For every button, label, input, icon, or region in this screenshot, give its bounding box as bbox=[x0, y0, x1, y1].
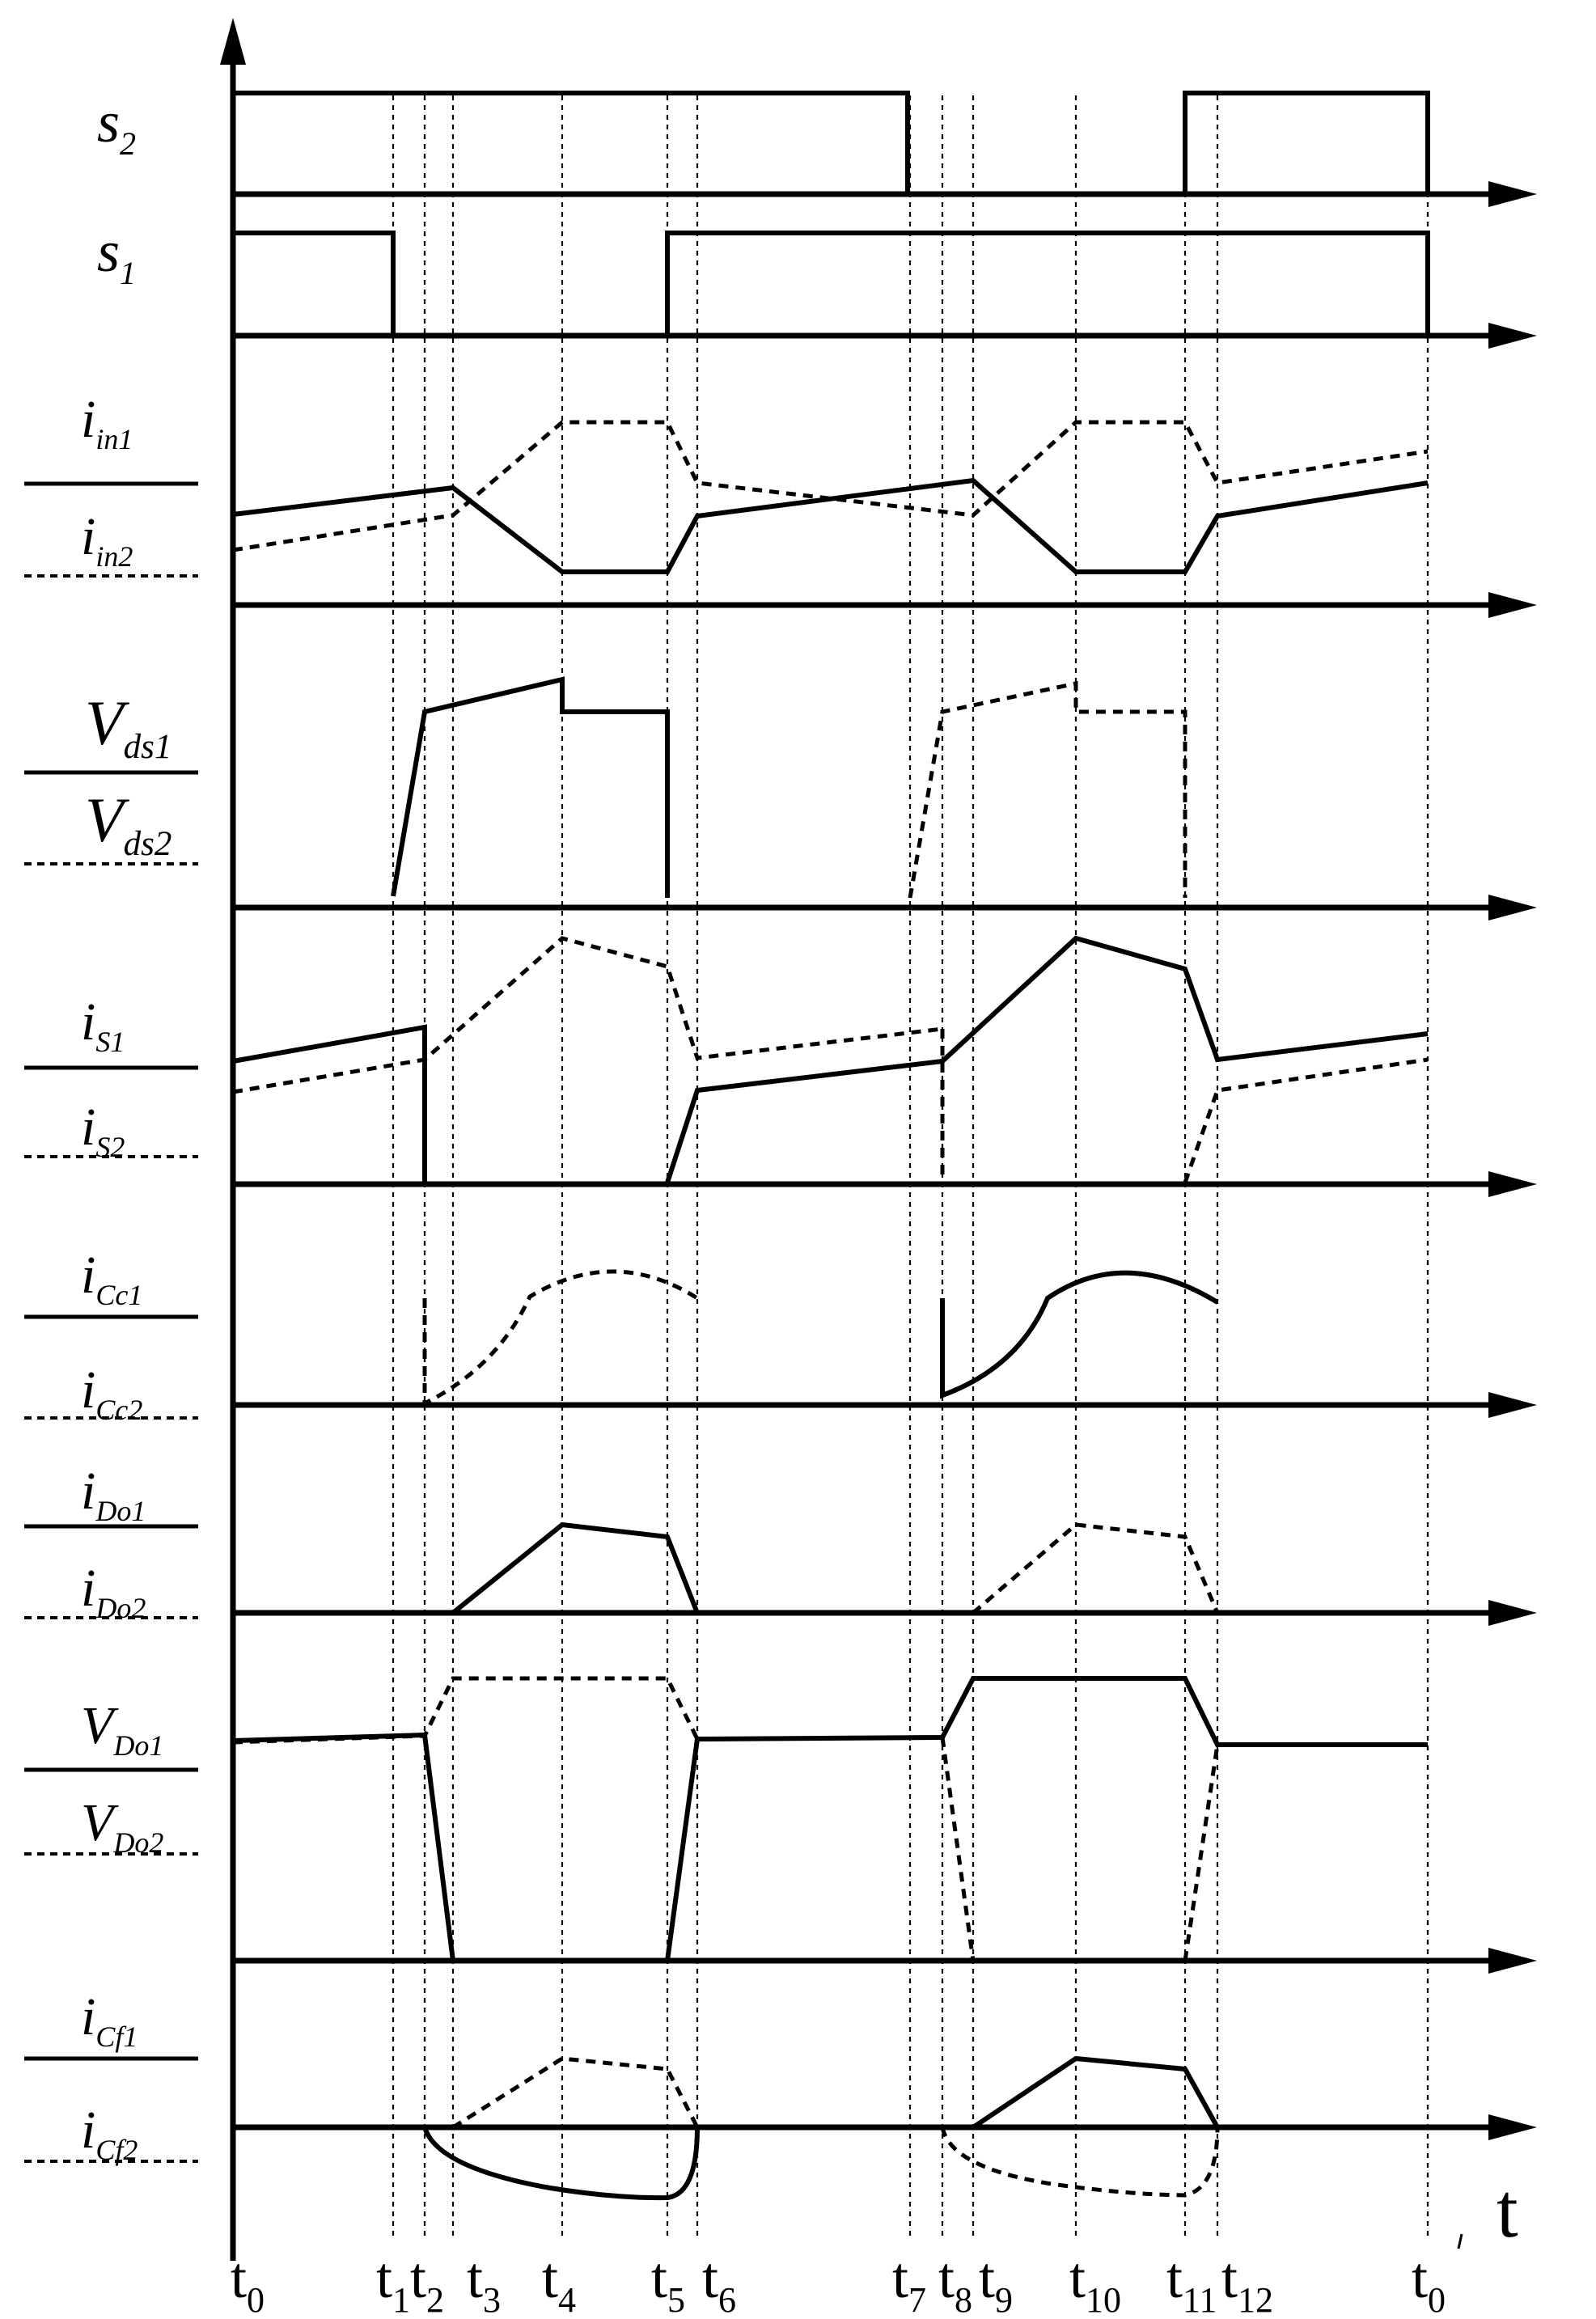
waveform-icf1 bbox=[972, 2055, 1220, 2130]
waveform-is1 bbox=[665, 935, 1429, 1183]
label-s1: s1 bbox=[97, 219, 136, 291]
label-iS2: iS2 bbox=[81, 1098, 125, 1163]
label-VDo2: VDo2 bbox=[81, 1793, 163, 1859]
waveform-is1 bbox=[232, 1024, 427, 1183]
waveform-iin1 bbox=[232, 477, 1429, 574]
waveform-s1 bbox=[231, 231, 396, 336]
label-iCc1: iCc1 bbox=[81, 1246, 142, 1311]
time-instant-0: t0 bbox=[231, 2245, 265, 2319]
time-instant-6: t6 bbox=[702, 2245, 736, 2319]
time-arrow-icon bbox=[1488, 2114, 1537, 2140]
time-instant-8: t8 bbox=[938, 2245, 972, 2319]
time-instant-1: t1 bbox=[376, 2245, 410, 2319]
waveform-vdo2 bbox=[1183, 1744, 1220, 1961]
label-iin2: iin2 bbox=[81, 507, 133, 573]
waveform-vdo2 bbox=[232, 1676, 700, 1745]
waveform-ido1 bbox=[451, 1521, 700, 1615]
waveform-vds1 bbox=[391, 676, 670, 898]
waveform-s1 bbox=[665, 231, 1430, 336]
time-arrow-icon bbox=[1488, 181, 1537, 207]
waveform-ido2 bbox=[972, 1522, 1220, 1614]
waveform-icf2 bbox=[451, 2056, 700, 2130]
time-instant-5: t5 bbox=[651, 2245, 685, 2319]
waveform-icc1 bbox=[940, 1270, 1219, 1399]
time-arrow-icon bbox=[1488, 895, 1537, 920]
waveform-icf1 bbox=[422, 2126, 700, 2201]
label-iin1: iin1 bbox=[81, 390, 133, 455]
time-instant-11: t11 bbox=[1166, 2245, 1217, 2319]
waveform-icc2 bbox=[422, 1269, 699, 1407]
label-VDo1: VDo1 bbox=[81, 1696, 163, 1762]
time-instant-4: t4 bbox=[542, 2245, 576, 2319]
time-arrow-icon bbox=[1488, 1600, 1537, 1626]
time-instant-7: t7 bbox=[892, 2245, 926, 2319]
time-instant-guides bbox=[392, 95, 1429, 2236]
label-iDo1: iDo1 bbox=[81, 1462, 146, 1527]
label-s2: s2 bbox=[97, 90, 136, 162]
time-arrow-icon bbox=[1488, 1392, 1537, 1418]
waveform-vdo1 bbox=[665, 1676, 1428, 1961]
waveform-iin2 bbox=[232, 420, 1429, 552]
time-instant-12: t12 bbox=[1221, 2245, 1273, 2319]
label-iDo2: iDo2 bbox=[81, 1559, 146, 1624]
time-axis-label: t bbox=[1497, 2167, 1518, 2253]
label-iCc2: iCc2 bbox=[81, 1361, 142, 1426]
time-instant-3: t3 bbox=[467, 2245, 501, 2319]
time-arrow-icon bbox=[1488, 323, 1537, 349]
time-instant-10: t10 bbox=[1069, 2245, 1121, 2319]
time-arrow-icon bbox=[1488, 1171, 1537, 1197]
time-arrow-icon bbox=[1488, 592, 1537, 618]
waveform-vds2 bbox=[908, 680, 1187, 899]
label-iCf2: iCf2 bbox=[81, 2101, 138, 2166]
time-instant-9: t9 bbox=[979, 2245, 1013, 2319]
time-instant-2: t2 bbox=[410, 2245, 444, 2319]
label-iCf1: iCf1 bbox=[81, 1987, 138, 2053]
label-Vds1: Vds1 bbox=[85, 688, 171, 766]
waveform-vdo2 bbox=[940, 1737, 976, 1961]
label-iS1: iS1 bbox=[81, 992, 125, 1058]
waveform-s2 bbox=[231, 91, 910, 194]
waveform-s2 bbox=[1183, 91, 1430, 194]
y-axis-arrow-icon bbox=[220, 18, 246, 65]
waveform-icf2 bbox=[940, 2126, 1220, 2198]
prime-mark bbox=[1457, 2233, 1463, 2249]
waveforms bbox=[231, 91, 1430, 2201]
time-arrow-icon bbox=[1488, 1948, 1537, 1974]
waveform-is2 bbox=[232, 936, 943, 1094]
axes bbox=[220, 18, 1537, 2261]
waveform-vdo1 bbox=[232, 1732, 455, 1961]
label-Vds2: Vds2 bbox=[85, 785, 171, 863]
waveform-is2 bbox=[1183, 1057, 1429, 1183]
time-instant-0-prime: t0 bbox=[1412, 2245, 1446, 2319]
